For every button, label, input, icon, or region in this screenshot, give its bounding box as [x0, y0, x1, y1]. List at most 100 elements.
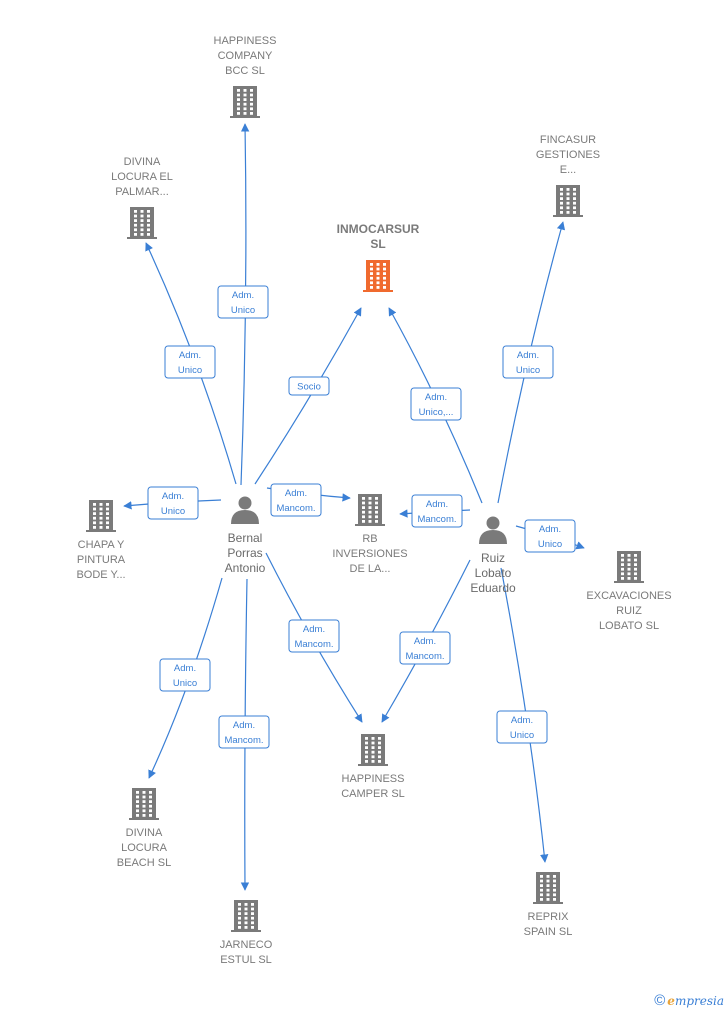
- building-icon: [86, 500, 116, 532]
- edge-label-text: Unico: [231, 305, 255, 316]
- company-label: JARNECO: [220, 939, 273, 951]
- person-label: Lobato: [475, 566, 512, 580]
- edge-label-text: Unico: [510, 730, 534, 741]
- company-label: BEACH SL: [117, 857, 171, 869]
- company-node-rb[interactable]: RB INVERSIONES DE LA...: [332, 494, 408, 575]
- edge-label-text: Unico: [516, 365, 540, 376]
- company-node-fincasur[interactable]: FINCASUR GESTIONES E...: [536, 134, 600, 217]
- edge-label[interactable]: Adm. Mancom.: [288, 619, 340, 653]
- edge-label-text: Adm.: [285, 488, 307, 499]
- edge-label-text: Mancom.: [224, 735, 263, 746]
- person-icon: [479, 516, 507, 544]
- company-node-divina_beach[interactable]: DIVINA LOCURA BEACH SL: [117, 788, 171, 869]
- edge-label[interactable]: Adm. Unico: [159, 658, 211, 692]
- company-label: COMPANY: [218, 50, 273, 62]
- building-icon: [614, 551, 644, 583]
- company-label: DIVINA: [124, 156, 161, 168]
- building-icon: [553, 185, 583, 217]
- edge-label[interactable]: Adm. Unico,...: [410, 387, 462, 421]
- company-label: PALMAR...: [115, 186, 169, 198]
- edge-label-text: Unico: [178, 365, 202, 376]
- company-label: HAPPINESS: [342, 773, 405, 785]
- building-icon: [230, 86, 260, 118]
- edge-label-text: Mancom.: [405, 651, 444, 662]
- company-label: BCC SL: [225, 65, 265, 77]
- company-label: BODE Y...: [76, 569, 125, 581]
- company-node-happiness_camper[interactable]: HAPPINESS CAMPER SL: [341, 734, 405, 800]
- edge-label-text: Adm.: [511, 715, 533, 726]
- edge-label[interactable]: Adm. Mancom.: [399, 631, 451, 665]
- brand-logo: empresia: [667, 994, 724, 1008]
- edge-label-text: Adm.: [232, 290, 254, 301]
- edge-label-text: Mancom.: [294, 639, 333, 650]
- company-label: CAMPER SL: [341, 788, 405, 800]
- edge-label-text: Mancom.: [276, 503, 315, 514]
- company-label: LOCURA: [121, 842, 168, 854]
- building-icon: [129, 788, 159, 820]
- person-label: Eduardo: [470, 581, 516, 595]
- company-node-divina_palmar[interactable]: DIVINA LOCURA EL PALMAR...: [111, 156, 173, 239]
- building-icon: [127, 207, 157, 239]
- company-label: RUIZ: [616, 605, 642, 617]
- edge-label-text: Adm.: [539, 524, 561, 535]
- company-label: DE LA...: [350, 563, 391, 575]
- person-label: Porras: [227, 546, 262, 560]
- edge-label-text: Adm.: [303, 624, 325, 635]
- edge-label[interactable]: Adm. Mancom.: [270, 483, 322, 517]
- edge-label[interactable]: Adm.Unico: [147, 486, 199, 520]
- edge-label[interactable]: Adm. Unico: [502, 345, 554, 379]
- edge-label[interactable]: Adm.Mancom.: [411, 494, 463, 528]
- edge-label-text: Adm.: [425, 392, 447, 403]
- edge-label[interactable]: Adm. Unico: [496, 710, 548, 744]
- person-icon: [231, 496, 259, 524]
- edge-label-text: Unico: [173, 678, 197, 689]
- edge-label[interactable]: Adm. Unico: [524, 519, 576, 553]
- edge-label-text: Socio: [297, 382, 321, 393]
- building-icon: [355, 494, 385, 526]
- company-label: SPAIN SL: [524, 926, 573, 938]
- edge-bernal-to-inmocarsur: [254, 307, 362, 485]
- edge-label-text: Adm.: [517, 350, 539, 361]
- company-label: CHAPA Y: [78, 539, 125, 551]
- company-label: SL: [370, 237, 385, 251]
- person-label: Bernal: [228, 531, 263, 545]
- edge-label[interactable]: Adm. Unico: [164, 345, 216, 379]
- company-label: GESTIONES: [536, 149, 600, 161]
- building-icon: [231, 900, 261, 932]
- nodes-layer: HAPPINESS COMPANY BCC SL DIVINA LOCURA EL PAL…: [76, 35, 671, 966]
- building-icon: [363, 260, 393, 292]
- edge-label[interactable]: Adm. Unico: [217, 285, 269, 319]
- edge-label[interactable]: Adm. Mancom.: [218, 715, 270, 749]
- building-icon: [358, 734, 388, 766]
- edge-label[interactable]: Socio: [288, 376, 330, 396]
- company-label: FINCASUR: [540, 134, 596, 146]
- company-label: EXCAVACIONES: [586, 590, 671, 602]
- edge-label-text: Adm.: [179, 350, 201, 361]
- edge-label-text: Unico,...: [419, 407, 454, 418]
- company-label: LOCURA EL: [111, 171, 173, 183]
- edge-label-text: Adm.: [174, 663, 196, 674]
- footer-brand[interactable]: ©empresia: [654, 992, 724, 1009]
- edge-label-text: Unico: [538, 539, 562, 550]
- edge-labels-layer: Adm.UnicoAdm.UnicoSocioAdm.UnicoAdm.Manc…: [147, 285, 576, 749]
- company-label: RB: [362, 533, 377, 545]
- person-label: Ruiz: [481, 551, 505, 565]
- edge-label-text: Unico: [161, 506, 185, 517]
- company-label: E...: [560, 164, 577, 176]
- edge-label-text: Adm.: [233, 720, 255, 731]
- person-label: Antonio: [225, 561, 266, 575]
- edge-label-text: Adm.: [414, 636, 436, 647]
- company-label: DIVINA: [126, 827, 163, 839]
- company-label: INVERSIONES: [332, 548, 407, 560]
- company-label: INMOCARSUR: [337, 222, 420, 236]
- edge-label-text: Adm.: [426, 499, 448, 510]
